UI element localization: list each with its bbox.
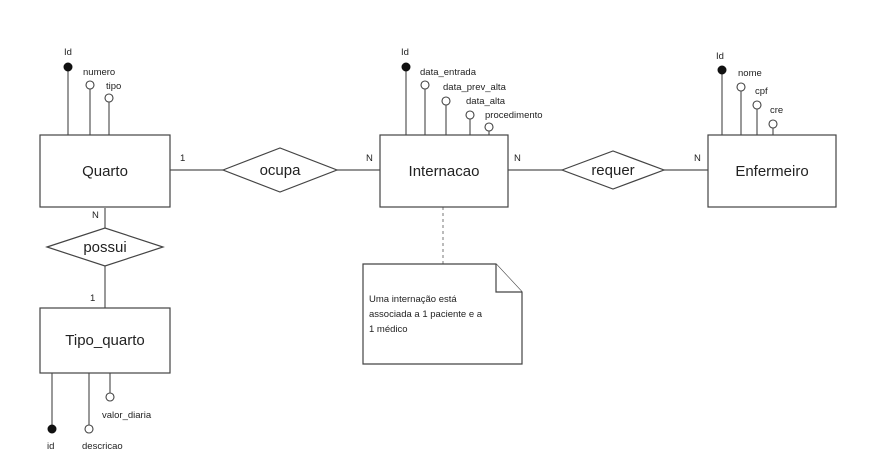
relationship-requer[interactable]: requer [560,150,666,190]
relationship-label: possui [83,239,126,256]
attribute-circle-icon [420,80,430,90]
relationship-label: ocupa [260,162,302,179]
entity-label: Internacao [409,163,480,180]
attribute-internacao-id[interactable]: Id [401,47,411,72]
attribute-quarto-numero[interactable]: numero [83,67,115,90]
attribute-circle-icon [736,82,746,92]
attribute-tipo-quarto-valor-diaria[interactable]: valor_diaria [102,392,152,421]
attribute-quarto-tipo[interactable]: tipo [104,81,121,103]
entity-tipo-quarto[interactable]: Tipo_quarto [39,307,171,374]
attribute-label: data_entrada [420,67,477,78]
attribute-tipo-quarto-id[interactable]: id [47,424,57,452]
cardinality-label: N [366,153,373,164]
attribute-internacao-data-prev-alta[interactable]: data_prev_alta [441,82,507,106]
attribute-quarto-id[interactable]: Id [63,47,73,72]
relationship-ocupa[interactable]: ocupa [221,147,339,193]
cardinality-label: N [514,153,521,164]
attribute-circle-icon [441,96,451,106]
attribute-label: cre [770,105,783,116]
attribute-label: valor_diaria [102,410,152,421]
note-line: Uma internação está [369,294,457,305]
entity-label: Quarto [82,163,128,180]
attribute-circle-icon [84,424,94,434]
primary-key-dot-icon [401,62,411,72]
attribute-internacao-data-entrada[interactable]: data_entrada [420,67,477,90]
note-line: 1 médico [369,324,408,335]
attribute-label: descricao [82,441,123,452]
note-line: associada a 1 paciente e a [369,309,483,320]
relationship-possui[interactable]: possui [45,227,165,267]
attribute-label: Id [716,51,724,62]
attribute-circle-icon [104,93,114,103]
cardinality-label: N [92,210,99,221]
attribute-circle-icon [752,100,762,110]
attribute-internacao-data-alta[interactable]: data_alta [465,96,506,120]
note-shape [362,263,523,365]
attribute-label: Id [64,47,72,58]
relationship-label: requer [591,162,634,179]
attribute-internacao-procedimento[interactable]: procedimento [484,110,543,132]
note[interactable]: Uma internação está associada a 1 pacien… [362,263,523,365]
attribute-circle-icon [484,122,494,132]
cardinality-label: 1 [90,293,95,304]
attribute-label: data_alta [466,96,506,107]
attribute-label: tipo [106,81,121,92]
cardinality-label: 1 [180,153,185,164]
attribute-enfermeiro-nome[interactable]: nome [736,68,762,92]
attribute-circle-icon [105,392,115,402]
entity-label: Enfermeiro [735,163,808,180]
attribute-enfermeiro-cre[interactable]: cre [768,105,783,129]
attribute-tipo-quarto-descricao[interactable]: descricao [82,424,123,452]
attribute-enfermeiro-id[interactable]: Id [716,51,727,75]
primary-key-dot-icon [47,424,57,434]
entity-quarto[interactable]: Quarto [39,134,171,208]
entity-enfermeiro[interactable]: Enfermeiro [707,134,837,208]
attribute-label: nome [738,68,762,79]
cardinality-label: N [694,153,701,164]
note-fold [495,264,522,293]
attribute-label: data_prev_alta [443,82,507,93]
attribute-label: numero [83,67,115,78]
primary-key-dot-icon [717,65,727,75]
attribute-label: id [47,441,54,452]
primary-key-dot-icon [63,62,73,72]
attribute-circle-icon [85,80,95,90]
attribute-label: procedimento [485,110,543,121]
entity-internacao[interactable]: Internacao [379,134,509,208]
attribute-label: cpf [755,86,768,97]
attribute-label: Id [401,47,409,58]
attribute-circle-icon [768,119,778,129]
attribute-enfermeiro-cpf[interactable]: cpf [752,86,768,110]
entity-label: Tipo_quarto [65,332,145,349]
attribute-circle-icon [465,110,475,120]
